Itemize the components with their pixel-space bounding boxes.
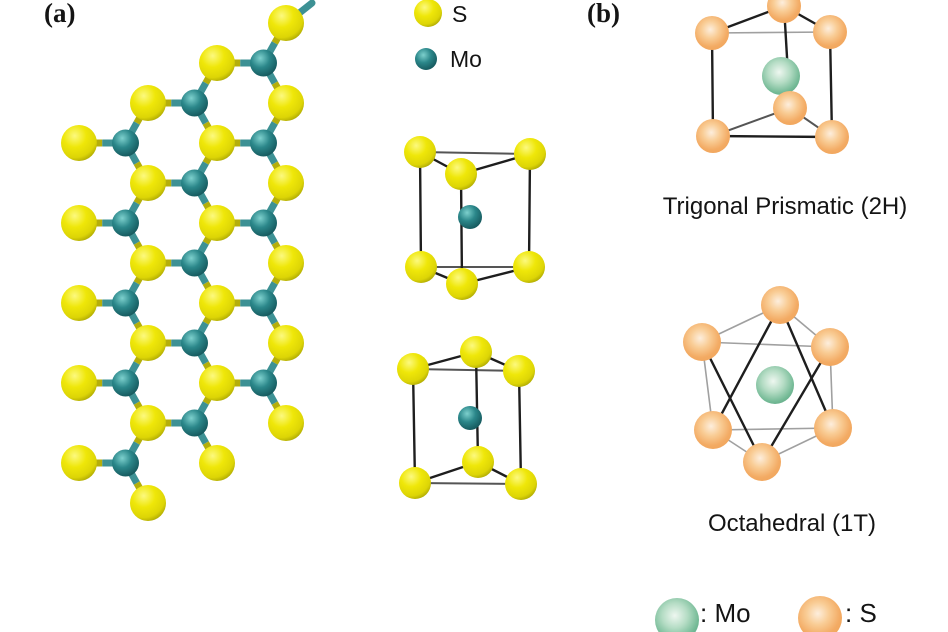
s-atom-orange xyxy=(761,286,799,324)
s-atom-orange xyxy=(773,91,807,125)
legend-top-mo-label: Mo xyxy=(450,46,482,72)
mo-atom xyxy=(250,209,277,237)
structure-line xyxy=(700,340,764,464)
s-atom xyxy=(199,205,235,241)
octahedral-caption: Octahedral (1T) xyxy=(707,510,877,537)
structure-line xyxy=(412,368,520,372)
legend-bottom-mo-label: : Mo xyxy=(700,598,751,628)
s-atom xyxy=(397,353,429,385)
s-atom-orange xyxy=(683,323,721,361)
s-atom xyxy=(399,467,431,499)
s-atom xyxy=(61,205,97,241)
mo-atom xyxy=(112,129,139,157)
s-atom xyxy=(130,405,166,441)
s-atom xyxy=(460,336,492,368)
s-atom-orange xyxy=(814,409,852,447)
s-atom xyxy=(130,245,166,281)
structure-line xyxy=(711,303,782,432)
s-atom-orange xyxy=(815,120,849,154)
mo-atom xyxy=(458,205,482,229)
s-atom xyxy=(268,5,304,41)
s-atom-orange xyxy=(696,119,730,153)
legend-bottom-sphere-orange xyxy=(798,596,842,632)
mo-atom xyxy=(112,449,139,477)
mo-atom xyxy=(112,369,139,397)
legend-top-s-label: S xyxy=(452,1,468,27)
mo-atom xyxy=(250,289,277,317)
structure-line xyxy=(828,30,834,139)
s-atom-orange xyxy=(767,0,801,23)
s-atom xyxy=(503,355,535,387)
s-atom xyxy=(199,285,235,321)
s-atom xyxy=(61,125,97,161)
s-atom xyxy=(268,85,304,121)
s-atom xyxy=(268,245,304,281)
s-atom xyxy=(268,325,304,361)
mo-atom xyxy=(250,129,277,157)
structure-line xyxy=(760,345,832,464)
mo-atom xyxy=(181,329,208,357)
mo-atom xyxy=(181,249,208,277)
s-atom xyxy=(462,446,494,478)
structure-line xyxy=(474,350,480,464)
structure-line xyxy=(712,427,834,431)
mo-atom xyxy=(181,409,208,437)
s-atom-orange xyxy=(811,328,849,366)
mo-atom-green xyxy=(762,57,800,95)
structure-line xyxy=(419,151,531,155)
s-atom xyxy=(199,365,235,401)
s-atom xyxy=(130,325,166,361)
structure-line xyxy=(711,31,831,34)
s-atom xyxy=(404,136,436,168)
structure-line xyxy=(411,367,417,485)
panel-b-label: (b) xyxy=(587,0,620,28)
s-atom xyxy=(514,138,546,170)
s-atom xyxy=(268,405,304,441)
structure-line xyxy=(418,150,423,269)
s-atom xyxy=(405,251,437,283)
structure-line xyxy=(701,341,831,348)
panel-a-label: (a) xyxy=(44,0,76,28)
s-atom xyxy=(130,85,166,121)
s-atom-orange xyxy=(813,15,847,49)
trigonal-prismatic-caption: Trigonal Prismatic (2H) xyxy=(662,193,908,220)
mo-atom xyxy=(181,89,208,117)
structure-line xyxy=(711,134,834,139)
structure-line xyxy=(459,172,464,286)
s-atom-orange xyxy=(743,443,781,481)
s-atom xyxy=(268,165,304,201)
s-atom xyxy=(505,468,537,500)
legend-top-sphere-yellow xyxy=(414,0,442,27)
s-atom xyxy=(513,251,545,283)
s-atom xyxy=(446,268,478,300)
s-atom xyxy=(199,445,235,481)
s-atom xyxy=(199,125,235,161)
s-atom-orange xyxy=(694,411,732,449)
mo-atom xyxy=(112,209,139,237)
structure-line xyxy=(710,31,715,138)
s-atom xyxy=(445,158,477,190)
s-atom xyxy=(61,445,97,481)
mo-atom xyxy=(458,406,482,430)
s-atom xyxy=(61,285,97,321)
structure-line xyxy=(414,482,522,485)
s-atom-orange xyxy=(695,16,729,50)
mo-atom xyxy=(250,49,277,77)
structure-line xyxy=(517,369,523,486)
mo-atom-green xyxy=(756,366,794,404)
legend-bottom-s-label: : S xyxy=(845,598,877,628)
s-atom xyxy=(61,365,97,401)
mo-atom xyxy=(112,289,139,317)
legend-top-sphere-teal xyxy=(415,48,437,70)
mo-atom xyxy=(181,169,208,197)
structure-line xyxy=(778,303,835,430)
mo-atom xyxy=(250,369,277,397)
s-atom xyxy=(130,165,166,201)
legend-bottom-sphere-green xyxy=(655,598,699,632)
structure-line xyxy=(527,152,532,269)
s-atom xyxy=(130,485,166,521)
s-atom xyxy=(199,45,235,81)
